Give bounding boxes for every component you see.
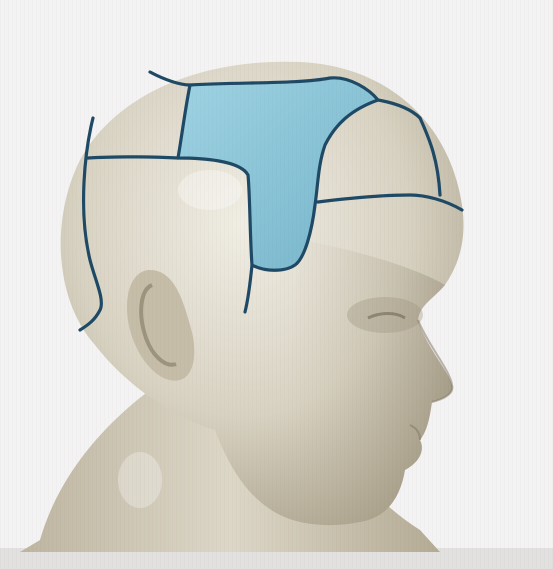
- photo-canvas: [0, 0, 553, 569]
- mannequin-illustration: [0, 0, 553, 569]
- photo-texture: [0, 0, 553, 569]
